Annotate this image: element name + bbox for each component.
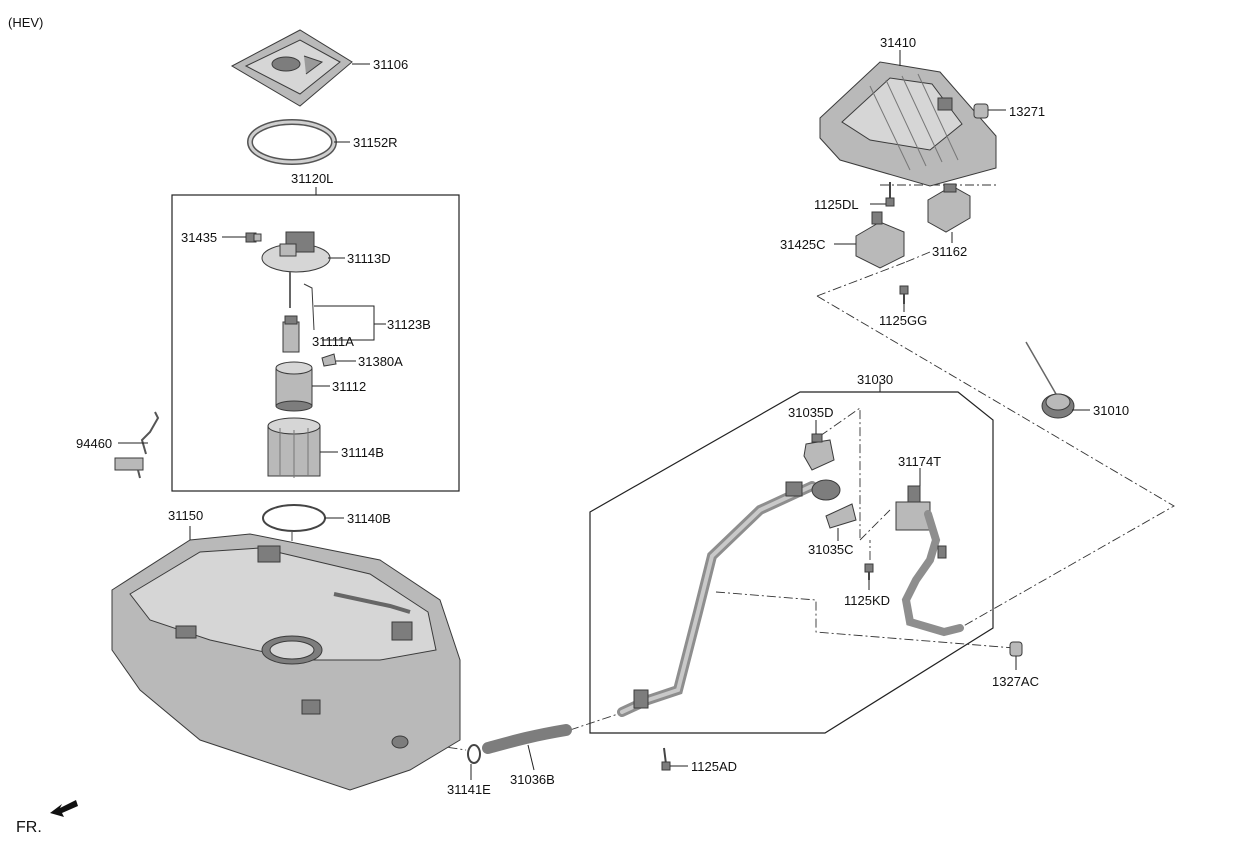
air-filter-part — [927, 183, 971, 233]
filter-part — [321, 353, 337, 367]
label-31162: 31162 — [932, 244, 967, 259]
label-31120L: 31120L — [291, 171, 333, 186]
bolt-1125DL-part — [885, 182, 895, 207]
label-31152R: 31152R — [353, 135, 398, 150]
reservoir-cup-part — [275, 361, 313, 412]
fuel-cap-part — [1025, 341, 1075, 419]
label-13271: 13271 — [1009, 104, 1045, 119]
label-31174T: 31174T — [898, 454, 941, 469]
lock-ring-part — [247, 119, 337, 165]
label-31435: 31435 — [181, 230, 217, 245]
purge-valve-part — [855, 211, 905, 269]
label-31150: 31150 — [168, 508, 203, 523]
label-31111A: 31111A — [312, 334, 354, 349]
label-1125DL: 1125DL — [814, 197, 859, 212]
label-1125GG: 1125GG — [879, 313, 927, 328]
canister-part — [819, 61, 997, 187]
fuel-tank-part — [111, 533, 461, 791]
cap-13271-part — [973, 103, 989, 119]
label-1125KD: 1125KD — [844, 593, 890, 608]
fuel-pump-part — [282, 315, 300, 353]
tank-seal-part — [262, 504, 326, 532]
label-1125AD: 1125AD — [691, 759, 737, 774]
label-31010: 31010 — [1093, 403, 1129, 418]
nut-1327AC-part — [1009, 641, 1023, 657]
filler-neck-pipe-part — [617, 479, 841, 717]
bolt-1125AD-part — [661, 747, 671, 771]
label-31035D: 31035D — [788, 405, 834, 420]
filter-housing-part — [267, 417, 321, 478]
variant-label: (HEV) — [8, 15, 43, 30]
front-direction-label: FR. — [16, 819, 42, 836]
cover-plate-part — [230, 29, 353, 107]
bolt-1125GG-part — [899, 285, 909, 304]
label-31425C: 31425C — [780, 237, 826, 252]
label-31036B: 31036B — [510, 772, 555, 787]
label-31410: 31410 — [880, 35, 916, 50]
vent-valve-part — [895, 485, 964, 637]
filler-hose-part — [482, 724, 572, 754]
hose-clamp-part — [467, 744, 481, 764]
label-31140B: 31140B — [347, 511, 391, 526]
label-31113D: 31113D — [347, 251, 391, 266]
front-arrow-icon — [50, 800, 78, 817]
label-31123B: 31123B — [387, 317, 431, 332]
label-31141E: 31141E — [447, 782, 491, 797]
label-1327AC: 1327AC — [992, 674, 1039, 689]
label-31106: 31106 — [373, 57, 408, 72]
pump-flange-part — [261, 231, 331, 308]
label-31035C: 31035C — [808, 542, 854, 557]
level-sender-part — [114, 411, 160, 479]
label-31114B: 31114B — [341, 445, 384, 460]
bolt-1125KD-part — [864, 563, 874, 580]
filler-neck-assembly-box — [589, 391, 994, 734]
label-94460: 94460 — [76, 436, 112, 451]
bracket-31035C-part — [825, 503, 857, 529]
valve-part — [245, 232, 262, 243]
label-31112: 31112 — [332, 379, 366, 394]
bracket-31035D-part — [803, 433, 835, 471]
label-31030: 31030 — [857, 372, 893, 387]
label-31380A: 31380A — [358, 354, 403, 369]
